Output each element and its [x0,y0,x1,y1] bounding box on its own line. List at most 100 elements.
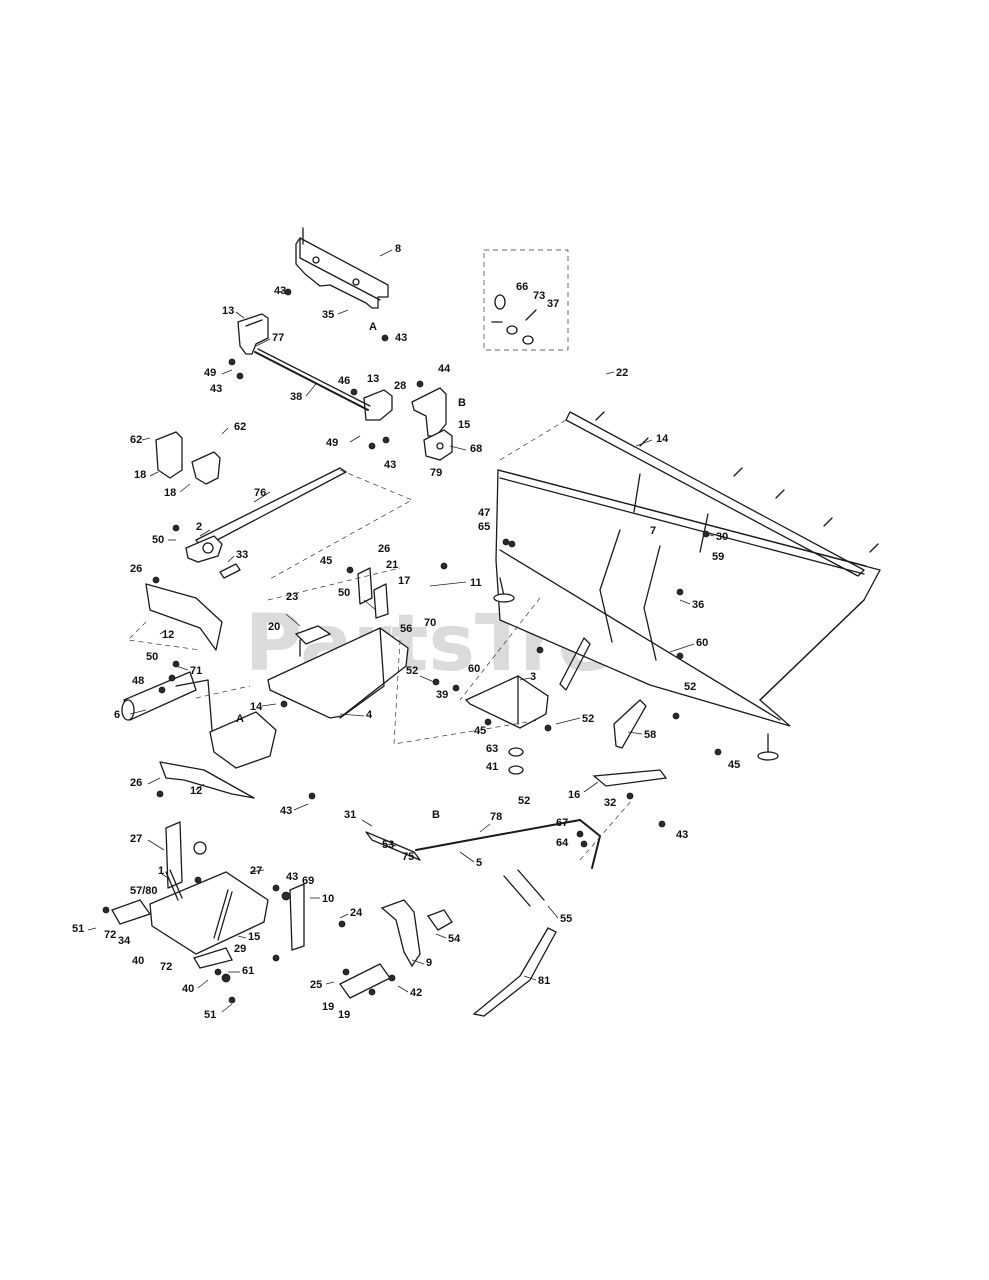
callout: 29 [234,943,246,955]
part-8-mount-bracket [295,227,389,309]
callout: 61 [242,965,254,977]
callout: 60 [468,663,480,675]
callout: 68 [470,443,482,455]
part-72-plates [111,899,233,969]
callout: 14 [250,701,263,713]
callout: 43 [286,871,298,883]
callout: 46 [338,375,350,387]
callout: 50 [146,651,158,663]
callout: 41 [486,761,498,773]
callout: 52 [684,681,696,693]
callout: 52 [582,713,594,725]
callout: 2 [196,521,202,533]
callout: 45 [474,725,486,737]
callout: 34 [118,935,131,947]
callout: 16 [568,789,580,801]
fasteners [102,288,722,1004]
ref-letter: B [432,809,440,821]
part-6-tube [121,671,197,721]
callout: 20 [268,621,280,633]
callout: 49 [326,437,338,449]
callout: 58 [644,729,656,741]
callout: 26 [130,563,142,575]
part-81-handle [472,927,557,1017]
callout: 21 [386,559,398,571]
part-13-bracket-left [237,313,269,355]
callout: 17 [398,575,410,587]
callout: 10 [322,893,334,905]
callout: 45 [320,555,332,567]
ref-letter: B [458,397,466,409]
callout: 60 [696,637,708,649]
callout: 33 [236,549,248,561]
callout: 65 [478,521,490,533]
callout: 4 [366,709,373,721]
part-13-bracket-right [363,389,393,421]
callout: 53 [382,839,394,851]
ref-letter: A [369,321,377,333]
part-14-wear-bar [565,411,865,577]
callout: 73 [533,290,545,302]
callout: 81 [538,975,550,987]
callout: 23 [286,591,298,603]
callout: 36 [692,599,704,611]
callout: 44 [438,363,451,375]
part-3-hitch-plate [464,675,549,729]
callout: 24 [350,907,363,919]
callout: 1 [158,865,164,877]
callout: 79 [430,467,442,479]
callout-labels: 8 43 35 43 13 77 49 43 38 46 13 28 44 15… [72,243,740,1021]
callout: 7 [650,525,656,537]
hardware-inset-box [483,249,569,351]
callout: 42 [410,987,422,999]
callout: 43 [384,459,396,471]
callout: 47 [478,507,490,519]
callout: 13 [222,305,234,317]
callout: 72 [160,961,172,973]
callout: 49 [204,367,216,379]
part-78-lift-rod [365,818,602,869]
callout: 75 [402,851,414,863]
callout: 19 [322,1001,334,1013]
part-20-plate [294,625,332,645]
callout: 66 [516,281,528,293]
callout: 6 [114,709,120,721]
callout: 55 [560,913,572,925]
part-A-tube-assembly [175,679,277,769]
blade-bolts [595,411,879,553]
callout: 67 [556,817,568,829]
callout: 15 [458,419,470,431]
callout: 27 [130,833,142,845]
callout: 70 [424,617,436,629]
callout: 51 [204,1009,216,1021]
callout: 3 [530,671,536,683]
part-33-pin [219,563,241,579]
callout: 52 [518,795,530,807]
part-12-side-plates [145,583,255,799]
part-4-frame-plate [267,627,409,719]
callout: 40 [182,983,194,995]
leader-lines [87,249,715,1013]
callout: 8 [395,243,401,255]
assembly-guide-lines [127,419,633,861]
callout: 59 [712,551,724,563]
callout: 52 [406,665,418,677]
callout: 51 [72,923,84,935]
callout: 43 [274,285,286,297]
callout: 56 [400,623,412,635]
callout: 37 [547,298,559,310]
part-18-brackets [155,431,221,485]
callout: 11 [470,577,482,589]
callout: 72 [104,929,116,941]
callout: 26 [378,543,390,555]
callout: 45 [728,759,740,771]
callout: 22 [616,367,628,379]
callout: 13 [367,373,379,385]
part-58-spring [559,637,647,749]
callout: 5 [476,857,482,869]
callout: 26 [130,777,142,789]
callout: 69 [302,875,314,887]
callout: 43 [210,383,222,395]
part-76-pivot-bar [185,467,347,563]
